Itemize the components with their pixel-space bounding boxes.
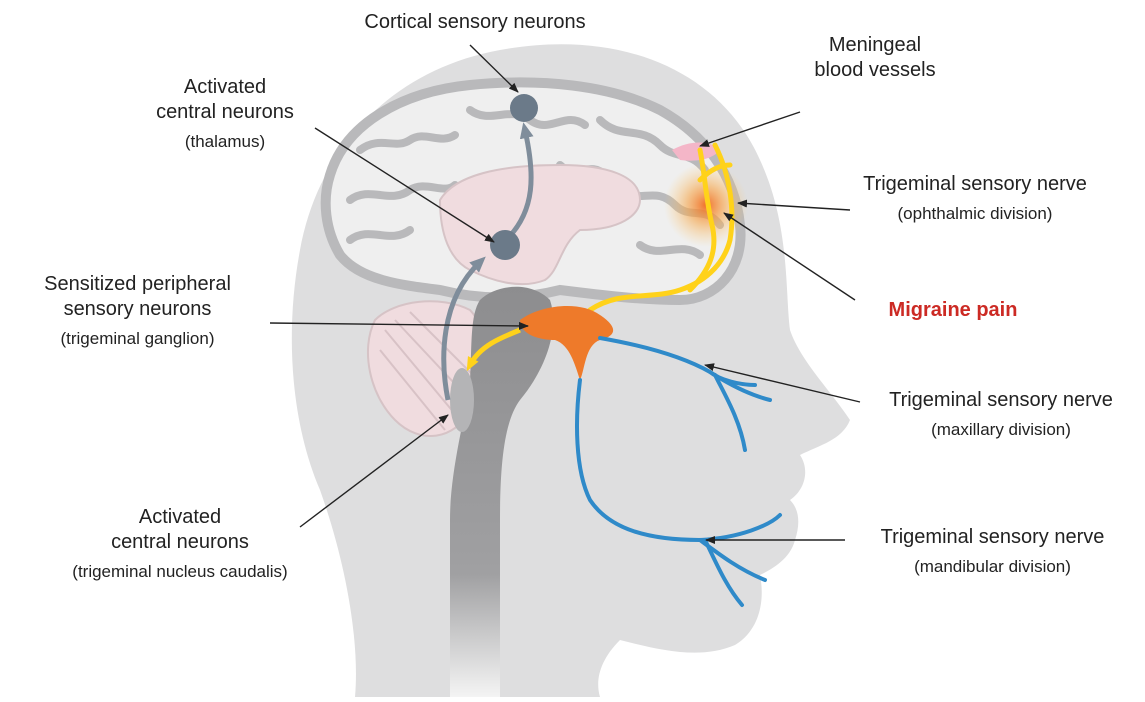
cortical-neuron: [510, 94, 538, 122]
caudalis-subtitle: (trigeminal nucleus caudalis): [15, 561, 345, 582]
cortical-title: Cortical sensory neurons: [315, 10, 635, 35]
thalamus-subtitle: (thalamus): [110, 131, 340, 152]
meningeal-title: Meningeal blood vessels: [760, 33, 990, 83]
mandibular-title: Trigeminal sensory nerve: [845, 525, 1140, 550]
nucleus-caudalis: [450, 368, 474, 432]
ophthalmic-title: Trigeminal sensory nerve: [820, 172, 1130, 197]
maxillary-title: Trigeminal sensory nerve: [856, 388, 1145, 413]
label-mandibular: Trigeminal sensory nerve (mandibular div…: [845, 525, 1140, 577]
label-migraine-pain: Migraine pain: [858, 298, 1048, 323]
migraine-pain-title: Migraine pain: [858, 298, 1048, 323]
thalamus-title: Activated central neurons: [110, 75, 340, 125]
ganglion-subtitle: (trigeminal ganglion): [5, 328, 270, 349]
ophthalmic-subtitle: (ophthalmic division): [820, 203, 1130, 224]
mandibular-subtitle: (mandibular division): [845, 556, 1140, 577]
maxillary-subtitle: (maxillary division): [856, 419, 1145, 440]
thalamus-neuron: [490, 230, 520, 260]
ganglion-title: Sensitized peripheral sensory neurons: [5, 272, 270, 322]
label-ophthalmic: Trigeminal sensory nerve (ophthalmic div…: [820, 172, 1130, 224]
label-ganglion: Sensitized peripheral sensory neurons (t…: [5, 272, 270, 349]
caudalis-title: Activated central neurons: [15, 505, 345, 555]
label-meningeal: Meningeal blood vessels: [760, 33, 990, 83]
label-maxillary: Trigeminal sensory nerve (maxillary divi…: [856, 388, 1145, 440]
label-thalamus: Activated central neurons (thalamus): [110, 75, 340, 152]
label-cortical: Cortical sensory neurons: [315, 10, 635, 35]
label-caudalis: Activated central neurons (trigeminal nu…: [15, 505, 345, 582]
